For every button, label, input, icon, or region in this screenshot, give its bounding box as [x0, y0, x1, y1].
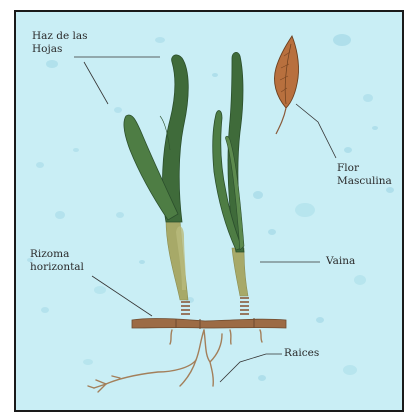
root	[210, 334, 222, 362]
root	[88, 386, 94, 388]
label-male-flower: Flor Masculina	[337, 162, 392, 188]
male-flower	[274, 36, 298, 134]
root	[180, 360, 196, 386]
plant-left	[124, 55, 190, 314]
root	[106, 330, 204, 384]
root	[204, 330, 213, 386]
label-leaf-blades: Haz de las Hojas	[32, 30, 88, 56]
leader-roots	[220, 354, 282, 382]
root	[170, 330, 172, 344]
label-rhizome: Rizoma horizontal	[30, 248, 84, 274]
roots	[88, 330, 262, 392]
label-sheath: Vaina	[326, 255, 355, 268]
plant-right	[213, 52, 249, 314]
label-roots: Raices	[284, 347, 319, 360]
background-spots	[27, 34, 394, 381]
root	[230, 330, 231, 344]
root	[112, 376, 120, 378]
leader-male-flower	[296, 104, 336, 158]
leader-leaf-blades-diag	[84, 62, 108, 104]
leader-rhizome	[92, 276, 152, 316]
rhizome	[132, 318, 286, 329]
sheath-right	[232, 248, 248, 296]
root	[96, 380, 106, 384]
root	[260, 330, 262, 342]
